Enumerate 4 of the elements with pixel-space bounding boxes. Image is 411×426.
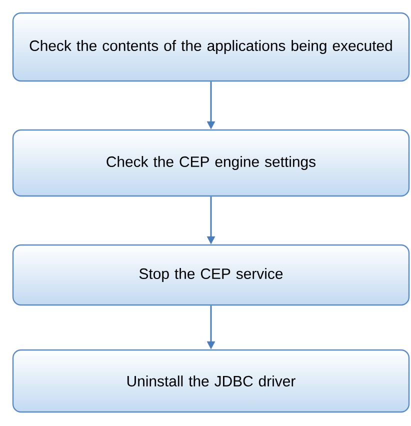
process-box: Check the CEP engine settings <box>12 129 410 197</box>
process-box: Check the contents of the applications being executed <box>12 12 410 82</box>
process-box: Stop the CEP service <box>12 244 410 306</box>
process-box: Uninstall the JDBC driver <box>12 349 410 413</box>
